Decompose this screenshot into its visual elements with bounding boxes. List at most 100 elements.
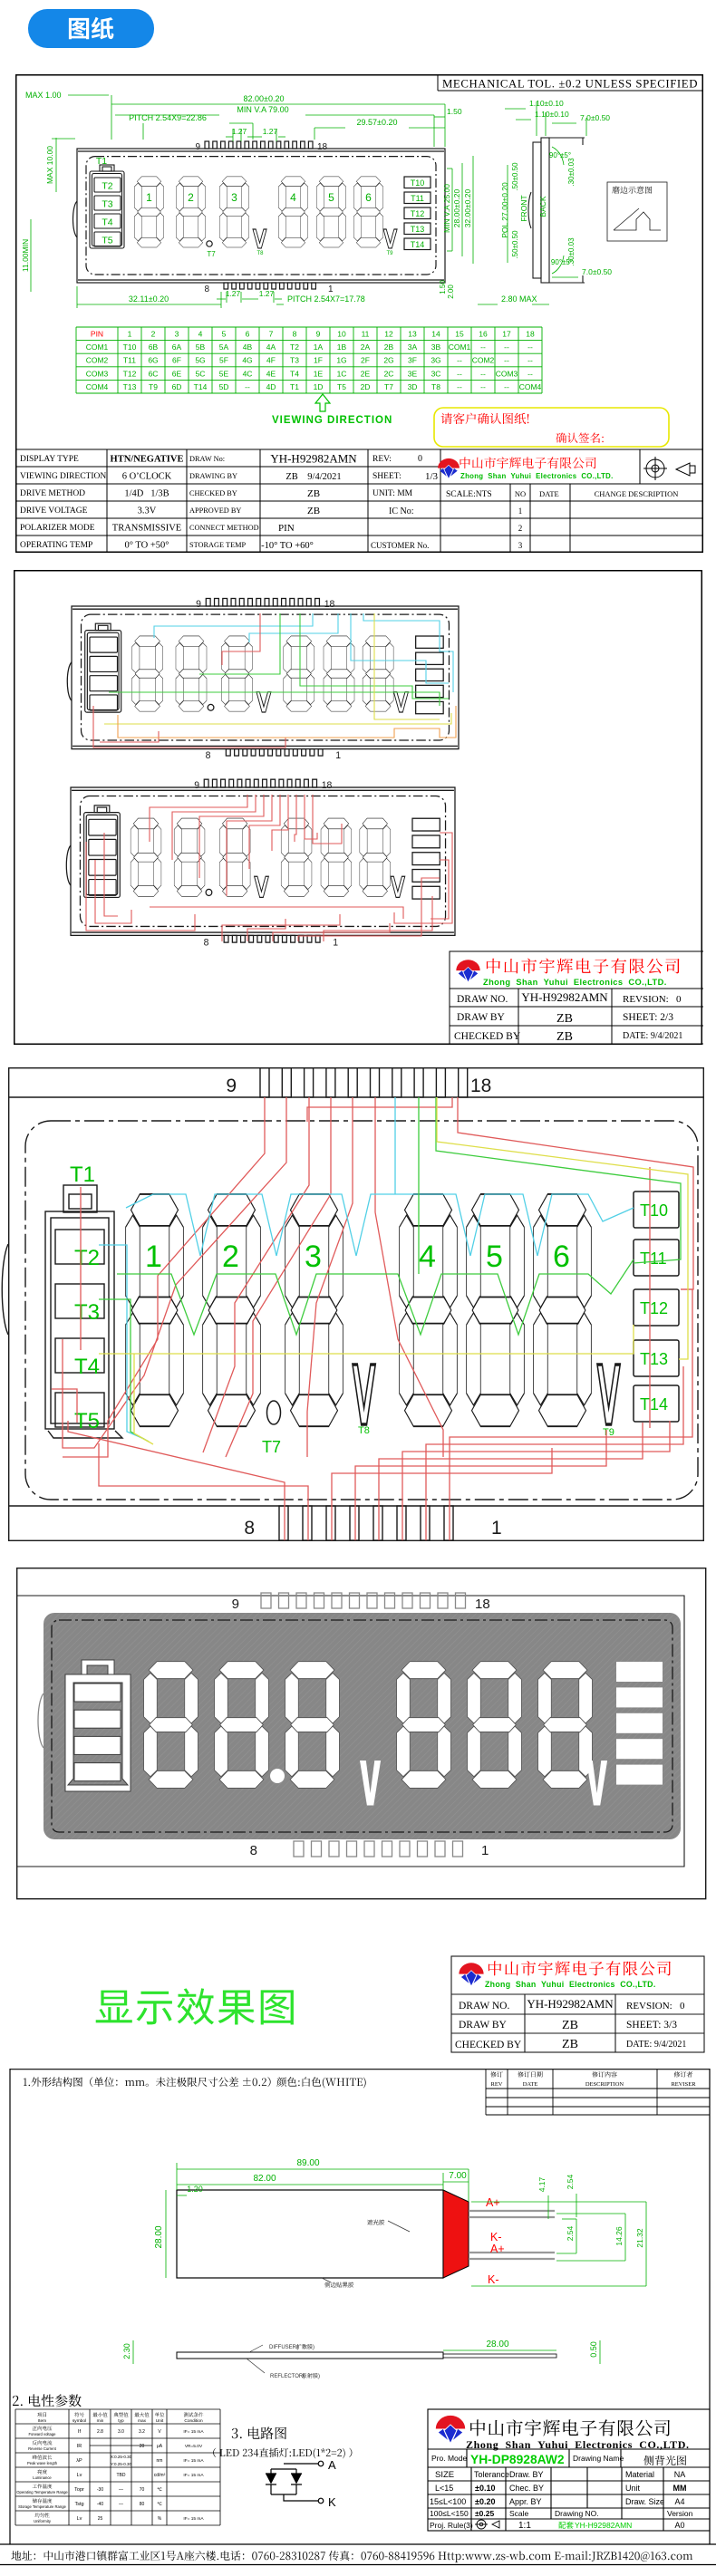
svg-text:K-: K-	[488, 2273, 499, 2286]
svg-text:Chec. BY: Chec. BY	[509, 2484, 544, 2493]
svg-text:typ: typ	[118, 2418, 124, 2424]
svg-text:Scale: Scale	[509, 2509, 529, 2518]
svg-text:MAX 1.00: MAX 1.00	[25, 91, 62, 100]
svg-text:5C: 5C	[196, 369, 206, 378]
svg-text:Drawing NO.: Drawing NO.	[555, 2509, 599, 2518]
svg-text:T2: T2	[74, 1246, 100, 1270]
svg-text:Luminance: Luminance	[33, 2475, 52, 2480]
svg-text:T7: T7	[262, 1438, 281, 1456]
svg-text:T12: T12	[640, 1299, 668, 1317]
svg-text:COM1: COM1	[86, 343, 109, 352]
svg-text:DRAW BY: DRAW BY	[457, 1012, 506, 1023]
svg-text:T3: T3	[102, 199, 112, 210]
svg-text:4F: 4F	[266, 356, 276, 365]
svg-text:14.26: 14.26	[614, 2226, 624, 2246]
svg-text:DATE: 9/4/2021: DATE: 9/4/2021	[623, 1031, 682, 1041]
svg-text:CONNECT METHOD: CONNECT METHOD	[189, 524, 259, 532]
svg-text:18: 18	[317, 142, 328, 152]
svg-text:T7: T7	[384, 382, 393, 391]
svg-text:2.80 MAX: 2.80 MAX	[501, 294, 537, 304]
svg-text:Version: Version	[667, 2509, 693, 2518]
svg-text:4: 4	[419, 1240, 436, 1274]
svg-text:2.8: 2.8	[97, 2429, 103, 2435]
svg-text:DISPLAY TYPE: DISPLAY TYPE	[20, 455, 79, 464]
svg-text:80: 80	[140, 2502, 145, 2507]
svg-text:T7: T7	[207, 250, 216, 258]
svg-text:3G: 3G	[431, 356, 440, 365]
svg-text:±0.20: ±0.20	[475, 2497, 495, 2506]
svg-text:6D: 6D	[172, 382, 182, 391]
svg-text:T11: T11	[123, 356, 136, 365]
svg-text:Topr: Topr	[74, 2487, 84, 2493]
svg-text:2: 2	[222, 1240, 239, 1274]
svg-text:YH-H92982AMN: YH-H92982AMN	[575, 2521, 632, 2530]
svg-text:1E: 1E	[314, 369, 324, 378]
svg-text:CHECKED BY: CHECKED BY	[189, 489, 237, 497]
svg-text:MIN V.A 79.00: MIN V.A 79.00	[237, 105, 288, 114]
svg-text:1: 1	[333, 937, 338, 948]
svg-text:18: 18	[324, 599, 335, 610]
svg-text:COM4: COM4	[519, 382, 542, 391]
svg-text:10: 10	[337, 330, 346, 339]
svg-text:7.0±0.50: 7.0±0.50	[582, 267, 612, 276]
svg-text:SHEET: 2/3: SHEET: 2/3	[623, 1012, 673, 1023]
svg-text:DRAW No:: DRAW No:	[189, 455, 225, 463]
svg-text:T1: T1	[290, 382, 299, 391]
svg-text:T4: T4	[74, 1355, 100, 1379]
svg-text:COM3: COM3	[496, 369, 518, 378]
svg-text:2.00: 2.00	[447, 285, 455, 299]
svg-text:2: 2	[151, 330, 156, 339]
svg-text:μA: μA	[157, 2444, 163, 2449]
svg-text:DIFFUSER(: DIFFUSER(	[269, 2345, 298, 2350]
svg-text:Zhong Shan Yuhui Electronic: Zhong Shan Yuhui Electronics CO.,LTD.	[483, 978, 667, 987]
svg-text:T4: T4	[102, 217, 112, 228]
svg-text:5: 5	[222, 330, 227, 339]
svg-text:ZB: ZB	[307, 506, 320, 516]
svg-text:COM2: COM2	[86, 356, 109, 365]
svg-text:T13: T13	[640, 1350, 668, 1368]
svg-text:4A: 4A	[266, 343, 276, 352]
svg-text:TRANSMISSIVE: TRANSMISSIVE	[112, 524, 181, 534]
svg-text:T8: T8	[256, 251, 264, 256]
svg-text:Storage Temperature Range: Storage Temperature Range	[18, 2504, 66, 2509]
svg-text:REV:: REV:	[373, 455, 392, 464]
svg-text:FRONT: FRONT	[519, 195, 528, 221]
svg-text:1.10±0.10: 1.10±0.10	[529, 99, 564, 108]
svg-text:11.00MIN: 11.00MIN	[21, 239, 30, 272]
svg-text:COM1: COM1	[449, 343, 471, 352]
svg-text:): )	[313, 2345, 314, 2350]
svg-text:--: --	[527, 369, 533, 378]
svg-text:MM: MM	[673, 2484, 687, 2493]
svg-text:8: 8	[244, 1518, 255, 1539]
svg-text:11: 11	[362, 330, 370, 339]
svg-text:3.2: 3.2	[139, 2429, 145, 2435]
svg-text:5: 5	[328, 191, 334, 204]
svg-text:4: 4	[290, 191, 296, 204]
svg-text:X:0.25-0.30: X:0.25-0.30	[111, 2455, 132, 2459]
svg-text:1: 1	[328, 285, 334, 294]
svg-text:20: 20	[140, 2444, 145, 2449]
svg-text:6: 6	[246, 330, 250, 339]
svg-text:REVSION: 0: REVSION: 0	[626, 2001, 685, 2012]
svg-text:3.0: 3.0	[118, 2429, 124, 2435]
svg-text:--: --	[245, 382, 250, 391]
svg-text:0: 0	[418, 454, 422, 464]
svg-text:4: 4	[198, 330, 203, 339]
svg-text:POL 27.00±0.20: POL 27.00±0.20	[500, 182, 509, 238]
svg-text:82.00: 82.00	[253, 2174, 276, 2184]
svg-text:2G: 2G	[383, 356, 393, 365]
svg-text:A+: A+	[490, 2243, 505, 2255]
svg-text:REVSION: 0: REVSION: 0	[623, 994, 682, 1005]
svg-text:89.00: 89.00	[296, 2158, 319, 2168]
svg-text:5B: 5B	[196, 343, 206, 352]
svg-text:T8: T8	[431, 382, 440, 391]
svg-text:6C: 6C	[149, 369, 159, 378]
svg-text:TBD: TBD	[117, 2473, 126, 2478]
svg-text:5D: 5D	[219, 382, 229, 391]
svg-text:8: 8	[204, 937, 209, 948]
svg-text:--: --	[527, 356, 533, 365]
svg-text:): )	[318, 2374, 320, 2379]
svg-text:3C: 3C	[431, 369, 441, 378]
svg-text:DRIVE METHOD: DRIVE METHOD	[20, 489, 85, 498]
svg-text:2.54: 2.54	[566, 2174, 575, 2189]
